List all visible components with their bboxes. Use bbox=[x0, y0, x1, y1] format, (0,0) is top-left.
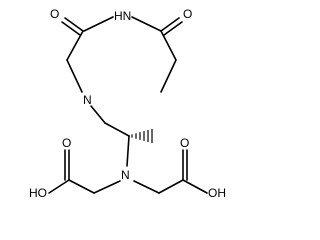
bond-amine-n-right-ch2 bbox=[133, 180, 160, 194]
bond-stereo-carbon-amine-n bbox=[126, 135, 130, 167]
acid-right-hydroxyl-label: OH bbox=[208, 186, 226, 200]
bond-ch2-stereo-carbon bbox=[104, 122, 130, 137]
bond-carbonyl-left-a bbox=[64, 17, 84, 32]
bond-right-carbonyl-ch2 bbox=[160, 30, 177, 61]
bond-right-acid-carbon-oh bbox=[182, 179, 208, 194]
bond-imide-n-right-carbonyl bbox=[131, 16, 162, 32]
bond-carbonyl-right-a bbox=[160, 17, 180, 32]
bond-left-carbonyl-ch2 bbox=[66, 30, 84, 61]
acid-left-oxygen-label: O bbox=[62, 136, 71, 150]
bond-amine-n-left-ch2 bbox=[93, 180, 121, 194]
bond-left-ch2-acid-carbon bbox=[68, 179, 95, 194]
bond-carbonyl-right-b bbox=[163, 21, 183, 36]
imide-nitrogen-label: HN bbox=[114, 9, 131, 23]
acid-left-hydroxyl-label: HO bbox=[29, 186, 47, 200]
bond-imide-n-left-carbonyl bbox=[83, 16, 114, 32]
carbonyl-oxygen-left-label: O bbox=[50, 7, 59, 21]
atom-labels: HN O O N N HO O O OH bbox=[29, 7, 226, 200]
acid-right-oxygen-label: O bbox=[180, 136, 189, 150]
bond-carbonyl-left-b bbox=[61, 21, 81, 36]
carbonyl-oxygen-right-label: O bbox=[183, 7, 192, 21]
bond-ring-n-ch2 bbox=[90, 105, 106, 124]
bond-left-acid-carbon-oh bbox=[48, 179, 70, 194]
bond-right-ch2-ring-n bbox=[160, 59, 177, 93]
amine-nitrogen-label: N bbox=[121, 168, 130, 182]
molecular-structure-diagram: HN O O N N HO O O OH bbox=[29, 7, 226, 200]
ring-nitrogen-label: N bbox=[83, 93, 92, 107]
bond-left-ch2-ring-n bbox=[66, 59, 83, 93]
bond-right-ch2-acid-carbon bbox=[158, 179, 184, 194]
bond-lines bbox=[48, 16, 208, 194]
stereo-hashed-wedge bbox=[131, 128, 153, 144]
